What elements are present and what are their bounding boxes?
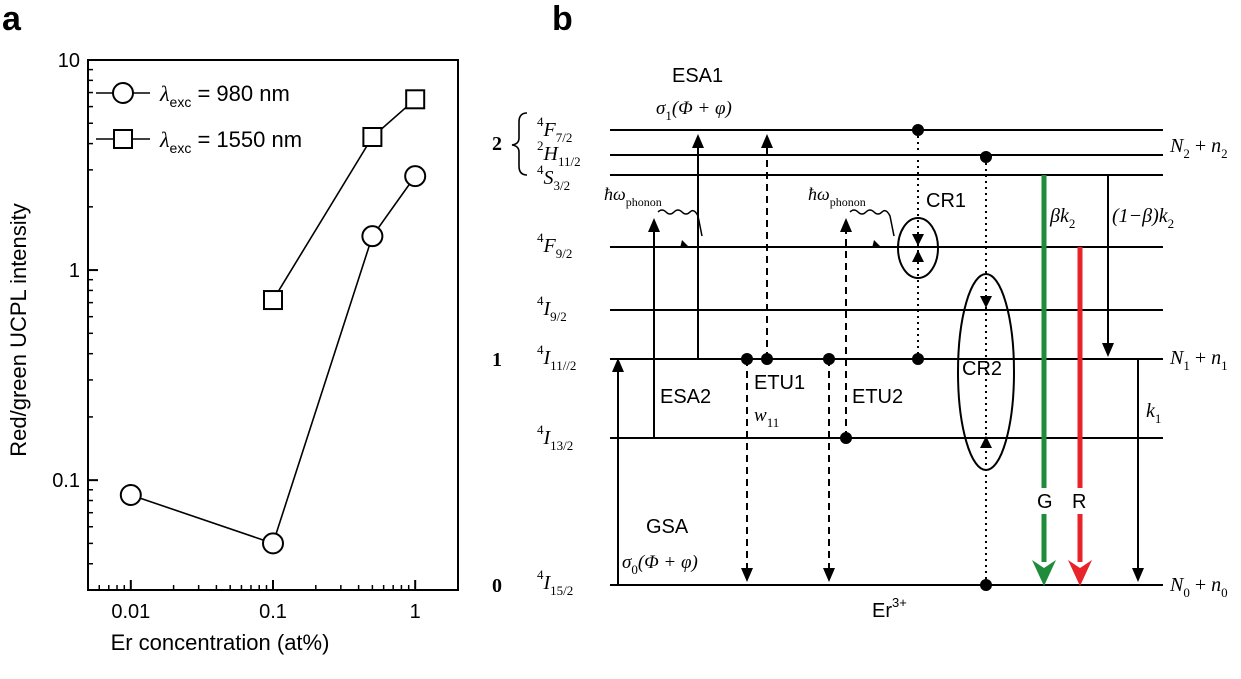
- level-label-I132: 4I13/2: [537, 422, 573, 453]
- cr2-down-arrowhead: [980, 296, 992, 308]
- x-tick-label: 0.1: [259, 601, 287, 623]
- esa2-label: ESA2: [660, 386, 711, 408]
- data-point-square: [362, 127, 383, 148]
- data-point-square: [405, 89, 426, 110]
- phonon-wave-2: [849, 209, 895, 237]
- x-ticks: 0.01 0.1 1: [87, 580, 459, 623]
- population-label-0: N0 + n0: [1169, 574, 1228, 600]
- level-label-I92: 4I9/2: [537, 293, 567, 324]
- etu2-down-arrowhead: [823, 568, 835, 582]
- green-rate: βk2: [1049, 205, 1075, 231]
- population-label-2: N2 + n2: [1169, 135, 1228, 161]
- x-axis-label: Er concentration (at%): [111, 630, 330, 655]
- level-number-2: 2: [492, 133, 502, 155]
- y-tick-label: 10: [58, 50, 80, 72]
- green-label: G: [1037, 491, 1053, 513]
- cr1-ellipse: [897, 217, 939, 279]
- k1-rate: k1: [1146, 400, 1161, 426]
- panel-label-a: a: [2, 0, 22, 38]
- gsa-arrowhead: [612, 358, 624, 372]
- legend-marker-square: [113, 129, 133, 149]
- phonon-arrowhead-2: [872, 240, 880, 248]
- level-label-F92: 4F9/2: [537, 230, 572, 261]
- data-point-square: [263, 290, 283, 311]
- x-tick-label: 0.01: [111, 601, 150, 623]
- cr2-up-arrowhead: [980, 436, 992, 448]
- etu1-label: ETU1: [754, 372, 805, 394]
- esa1-arrowhead: [692, 134, 704, 148]
- k1-decay-arrowhead: [1132, 568, 1144, 582]
- cr2-label: CR2: [962, 358, 1002, 380]
- y-tick-label: 0.1: [52, 470, 80, 492]
- nonrad-decay-rate: (1−β)k2: [1112, 205, 1174, 231]
- data-point-circle: [404, 165, 427, 188]
- y-tick-label: 1: [69, 260, 80, 282]
- legend: λexc = 980 nm λexc = 1550 nm: [96, 81, 302, 156]
- cr2-ellipse: [957, 273, 1015, 471]
- population-label-1: N1 + n1: [1169, 347, 1228, 373]
- etu1-down-arrowhead: [741, 568, 753, 582]
- level-label-S32: 4S3/2: [537, 162, 570, 193]
- esa1-label: ESA1: [672, 65, 723, 87]
- red-label-bg: [1068, 488, 1092, 514]
- y-ticks: 0.1 1 10: [52, 50, 98, 591]
- chart-a: 0.01 0.1 1 0.1 1 10 Er concentration (at%) R…: [6, 50, 459, 655]
- legend-entry-0: λexc = 980 nm: [159, 81, 290, 110]
- legend-entry-1: λexc = 1550 nm: [159, 127, 302, 156]
- esa2-arrowhead: [648, 218, 660, 232]
- series-line-0: [130, 175, 416, 545]
- level-label-I112: 4I11//2: [537, 342, 576, 373]
- series-layer: [119, 89, 427, 555]
- etu2-up-arrowhead: [840, 218, 852, 232]
- ion-label: Er3+: [872, 595, 907, 622]
- etu1-rate: w11: [754, 405, 779, 430]
- data-point-circle: [361, 225, 384, 248]
- green-label-bg: [1032, 488, 1056, 514]
- level-number-0: 0: [492, 575, 502, 597]
- etu1-up-arrowhead: [761, 134, 773, 148]
- cr1-down-arrowhead: [912, 234, 924, 246]
- cr1-label: CR1: [926, 190, 966, 212]
- phonon-wave-1: [657, 209, 703, 237]
- data-point-circle: [119, 483, 142, 506]
- gsa-label: GSA: [646, 516, 689, 538]
- esa1-rate: σ1(Φ + φ): [656, 98, 732, 123]
- phonon-label-2: ħωphonon: [808, 184, 866, 209]
- etu2-label: ETU2: [852, 386, 903, 408]
- level-label-I152: 4I15/2: [537, 567, 573, 598]
- data-point-circle: [262, 532, 284, 555]
- level-label-H112: 2H11/2: [537, 138, 581, 169]
- level-label-F72: 4F7/2: [537, 114, 572, 145]
- phonon-label-1: ħωphonon: [604, 184, 662, 209]
- nonrad-decay-arrowhead: [1102, 343, 1114, 357]
- legend-marker-circle: [112, 82, 134, 104]
- green-emission-arrowhead: [1032, 560, 1056, 586]
- level-brace: [511, 112, 528, 176]
- energy-diagram: 4F7/2 2H11/2 4S3/2 4F9/2 4I9/2 4I11//2 4…: [492, 65, 1228, 622]
- y-axis-label: Red/green UCPL intensity: [6, 203, 31, 457]
- panel-label-b: b: [552, 0, 573, 38]
- level-number-1: 1: [492, 349, 502, 371]
- red-label: R: [1072, 491, 1086, 513]
- cr1-up-arrowhead: [912, 250, 924, 262]
- phonon-arrowhead-1: [680, 240, 688, 248]
- red-emission-arrowhead: [1068, 560, 1092, 586]
- gsa-rate: σ0(Φ + φ): [622, 552, 698, 577]
- x-tick-label: 1: [410, 601, 421, 623]
